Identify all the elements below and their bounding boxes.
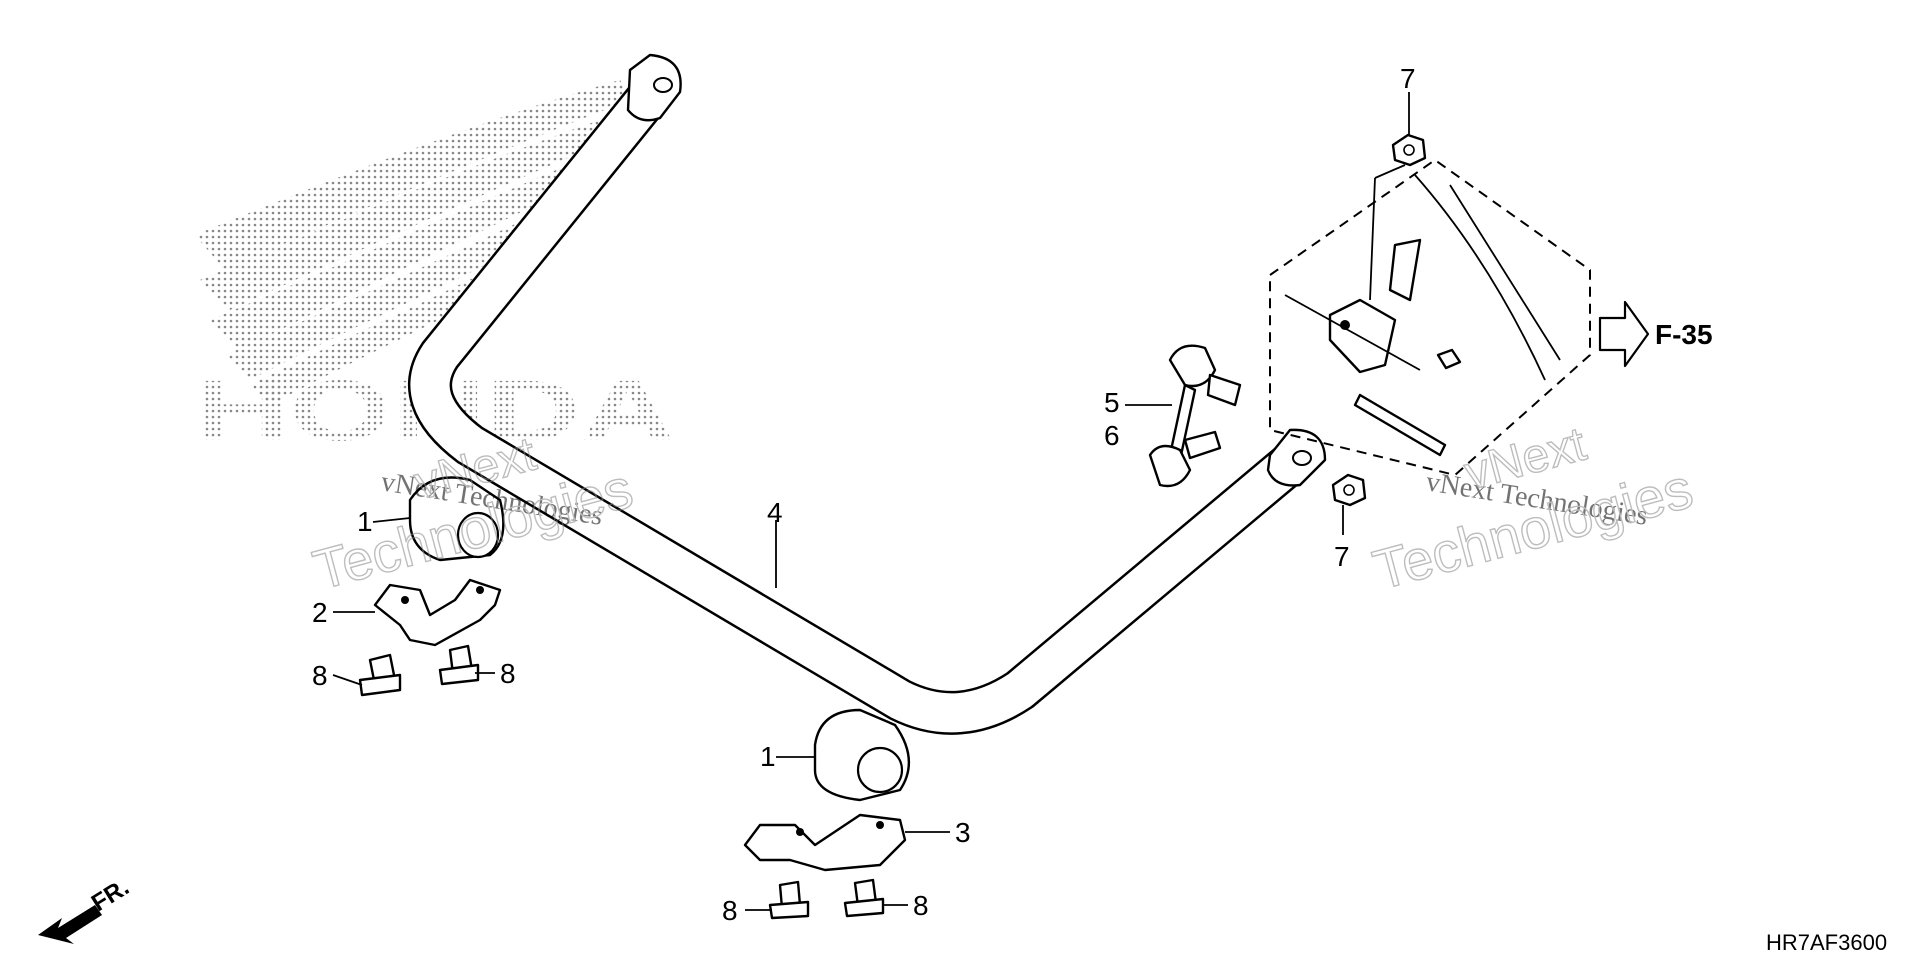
bolt-8-a [358,653,402,697]
nut-7-top [1391,133,1427,167]
callouts: 1 2 8 8 4 1 3 8 8 5 6 7 7 [312,63,1416,926]
leader-lines [332,92,1410,911]
reference-detail-box [1269,158,1591,477]
bracket-2 [373,578,502,647]
stabilizer-bar [408,53,1327,735]
reference-label: F-35 [1655,319,1713,350]
callout-2: 2 [312,597,328,628]
nut-7-bottom [1331,473,1367,507]
callout-7-bottom: 7 [1334,541,1350,572]
bolt-8-c [768,880,810,920]
callout-8-a: 8 [312,660,328,691]
front-arrow-icon [38,905,102,944]
callout-7-top: 7 [1400,63,1416,94]
callout-1-upper: 1 [357,506,373,537]
stabilizer-link [1148,344,1242,488]
callout-3: 3 [955,817,971,848]
bolt-8-b [438,644,480,686]
callout-1-lower: 1 [760,741,776,772]
bolt-8-d [843,878,885,918]
callout-4: 4 [767,497,783,528]
reference-arrow-icon [1598,300,1650,368]
bracket-3 [743,813,907,872]
callout-6: 6 [1104,420,1120,451]
watermark-right: vNext Technologies Technologies vNext [1366,417,1699,602]
callout-8-d: 8 [913,890,929,921]
callout-5: 5 [1104,387,1120,418]
bushing-upper [408,476,505,562]
diagram-code: HR7AF3600 [1766,930,1887,955]
callout-8-c: 8 [722,895,738,926]
bushing-lower [813,708,911,802]
callout-8-b: 8 [500,658,516,689]
honda-wing-logo: HONDA [195,80,675,459]
